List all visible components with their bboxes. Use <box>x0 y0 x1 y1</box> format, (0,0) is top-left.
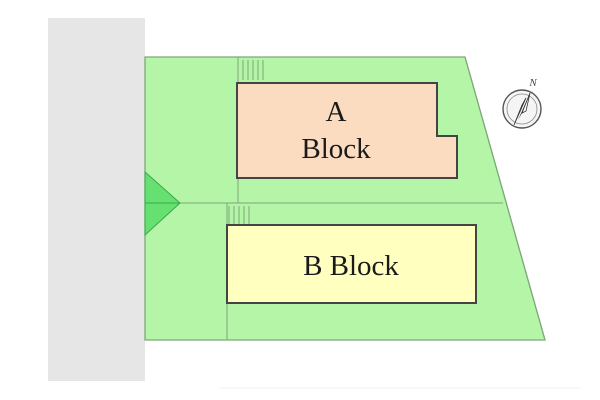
block-a-label-line1: A <box>326 96 347 128</box>
a-steps <box>237 60 264 80</box>
compass-north-label: N <box>528 77 537 89</box>
b-steps <box>228 206 250 224</box>
compass-north-arrow-icon: N <box>502 77 542 129</box>
block-b-label: B Block <box>303 250 399 282</box>
road <box>48 18 145 381</box>
block-b <box>226 224 477 304</box>
block-a <box>236 82 458 179</box>
block-a-label-line2: Block <box>301 133 371 165</box>
outer-right-line <box>464 56 546 341</box>
